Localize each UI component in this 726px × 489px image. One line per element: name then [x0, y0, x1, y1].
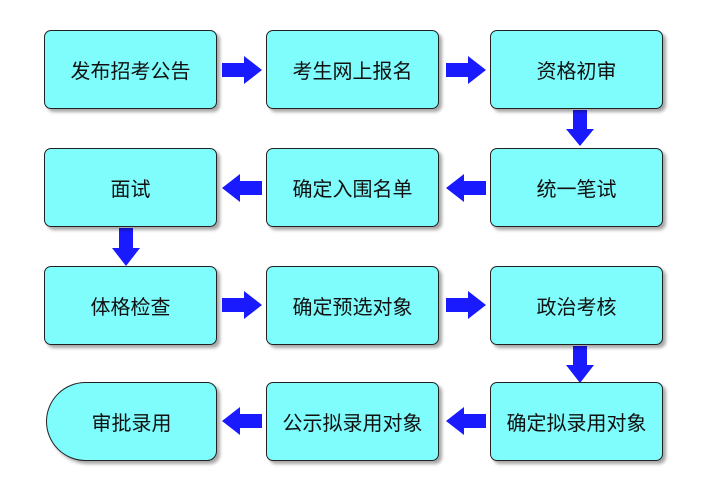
node-step-10: 确定拟录用对象	[490, 382, 663, 461]
arrow-left-4	[222, 407, 262, 435]
node-step-4: 统一笔试	[490, 148, 663, 227]
node-step-8: 确定预选对象	[266, 266, 439, 345]
node-step-6: 面试	[44, 148, 217, 227]
node-step-7: 体格检查	[44, 266, 217, 345]
arrow-down-1	[566, 110, 594, 146]
arrow-left-1	[446, 174, 486, 202]
arrow-right-4	[446, 291, 486, 319]
arrow-right-2	[446, 56, 486, 84]
arrow-down-2	[112, 228, 140, 266]
arrow-right-3	[222, 291, 262, 319]
node-step-1: 发布招考公告	[44, 30, 217, 109]
node-step-5: 确定入围名单	[266, 148, 439, 227]
arrow-left-3	[446, 407, 486, 435]
node-step-11: 公示拟录用对象	[266, 382, 439, 461]
arrow-right-1	[222, 56, 262, 84]
arrow-down-3	[566, 346, 594, 383]
node-step-2: 考生网上报名	[266, 30, 439, 109]
node-step-9: 政治考核	[490, 266, 663, 345]
arrow-left-2	[222, 174, 262, 202]
node-step-12-terminal: 审批录用	[46, 382, 217, 461]
node-step-3: 资格初审	[490, 30, 663, 109]
